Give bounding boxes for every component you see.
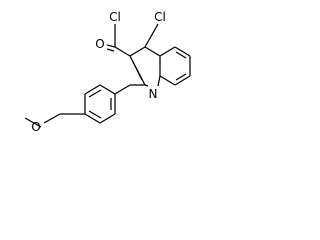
bond-c5-c6: [174, 46, 191, 57]
bond-ph-2: [84, 84, 101, 95]
bond-c4-cl: [144, 23, 159, 48]
bond-c5-c6-inner: [175, 51, 187, 59]
bond-ph-1: [99, 84, 116, 95]
bond-c4a-c5: [159, 46, 176, 57]
bond-c4-c4a: [144, 46, 161, 57]
atom-o-ether: O: [31, 120, 40, 134]
bond-n1-c2: [144, 84, 149, 87]
bond-c3-ccocl: [114, 46, 131, 57]
bond-c7-c8-inner: [175, 73, 187, 81]
bond-ph-4: [84, 113, 101, 124]
bond-layer: [24, 23, 191, 128]
bond-cocl-c-o-b: [106, 48, 115, 52]
bond-ph-1-inner: [88, 89, 102, 98]
molecule-diagram: Cl O Cl N O: [0, 0, 246, 148]
bond-c2-ph: [114, 84, 131, 95]
bond-cocl-c-o-a: [106, 44, 116, 48]
bond-ph-3-inner: [88, 110, 102, 119]
bond-c3-c4: [129, 46, 146, 57]
bond-ph-5: [99, 113, 116, 124]
atom-cl-ring: Cl: [154, 10, 166, 24]
structure-svg: Cl O Cl N O: [24, 10, 191, 134]
bond-c8-c8a: [159, 75, 176, 86]
atom-label-layer: Cl O Cl N O: [31, 10, 166, 134]
bond-o-ch3: [24, 117, 42, 128]
atom-cl-acyl: Cl: [109, 10, 121, 24]
bond-c3-c2-inner: [132, 61, 143, 81]
bond-ph4-o: [43, 113, 61, 124]
atom-o-carbonyl: O: [95, 37, 104, 51]
bond-c8a-n1: [157, 75, 161, 87]
bond-c7-c8: [174, 75, 191, 86]
atom-n-ring: N: [149, 87, 158, 101]
